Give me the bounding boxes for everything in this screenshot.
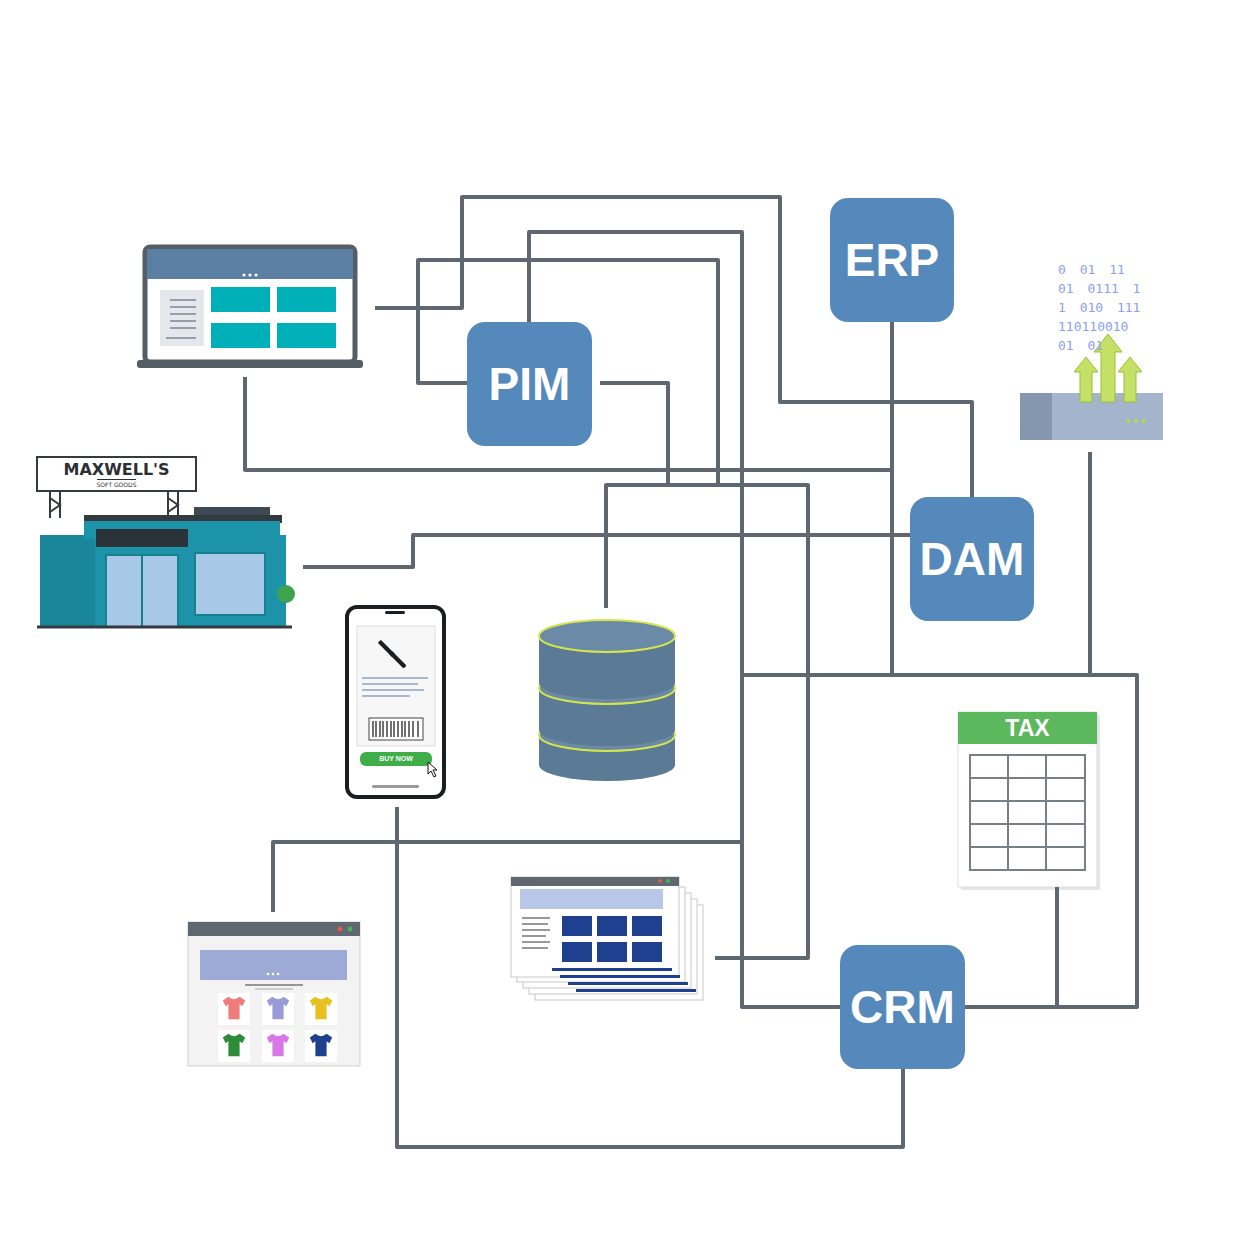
system-box: PIM — [467, 322, 592, 446]
node-text: ERP — [845, 233, 940, 287]
shop-browser-icon — [188, 922, 360, 1066]
store-icon — [37, 492, 295, 627]
node-text: PIM — [489, 357, 571, 411]
system-box: CRM — [840, 945, 965, 1069]
laptop-icon — [137, 247, 363, 368]
binary-digits: 1 010 111 — [1058, 300, 1140, 315]
phone-icon — [347, 607, 444, 797]
pages-stack-icon — [511, 877, 703, 1000]
system-box: ERP — [830, 198, 954, 322]
binary-digits: 110110010 — [1058, 319, 1128, 334]
node-text: CRM — [850, 980, 955, 1034]
tax-sheet: TAX — [958, 712, 1097, 887]
connector-line — [965, 887, 1057, 1007]
binary-digits: 01 01 — [1058, 338, 1103, 353]
node-text: DAM — [920, 532, 1025, 586]
connector-line — [892, 322, 1137, 1007]
node-text: SOFT GOODS — [97, 479, 137, 488]
node-text: MAXWELL'S — [63, 461, 169, 479]
binary-digits: 01 0111 1 — [1058, 281, 1140, 296]
database-icon — [539, 620, 675, 781]
node-text: TAX — [958, 712, 1097, 744]
buy-button-text: BUY NOW — [360, 752, 432, 766]
wires — [245, 197, 1090, 1147]
server-icon — [1020, 334, 1163, 440]
store-sign: MAXWELL'SSOFT GOODS — [36, 456, 197, 492]
binary-digits: 0 01 11 — [1058, 262, 1125, 277]
system-box: DAM — [910, 497, 1034, 621]
tax-sheet-icon — [958, 712, 1100, 890]
